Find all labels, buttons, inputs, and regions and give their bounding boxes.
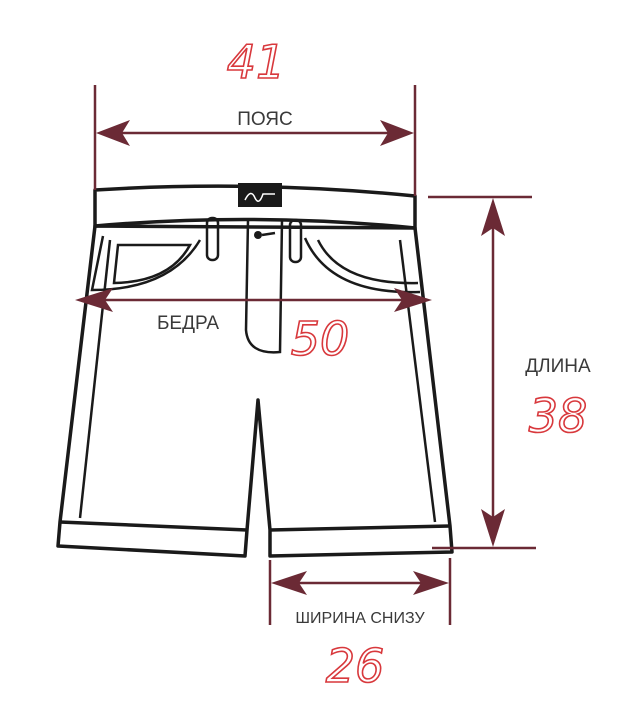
bottom-width-label: ШИРИНА СНИЗУ bbox=[295, 610, 425, 627]
bottom-width-value: 26 bbox=[326, 639, 385, 693]
length-label: ДЛИНА bbox=[525, 356, 591, 377]
brand-logo-tag bbox=[238, 183, 282, 207]
waist-label: ПОЯС bbox=[237, 109, 292, 130]
button-icon bbox=[254, 231, 262, 239]
shorts-illustration bbox=[56, 183, 454, 558]
hips-dimension: БЕДРА 50 bbox=[75, 288, 432, 367]
hips-label: БЕДРА bbox=[157, 313, 219, 334]
length-dimension: ДЛИНА 38 bbox=[428, 195, 591, 550]
waist-value: 41 bbox=[227, 35, 286, 89]
bottom-width-dimension: ШИРИНА СНИЗУ 26 bbox=[268, 558, 452, 694]
length-value: 38 bbox=[529, 389, 588, 443]
hips-value: 50 bbox=[291, 312, 350, 366]
waist-dimension: ПОЯС 41 bbox=[93, 34, 417, 196]
